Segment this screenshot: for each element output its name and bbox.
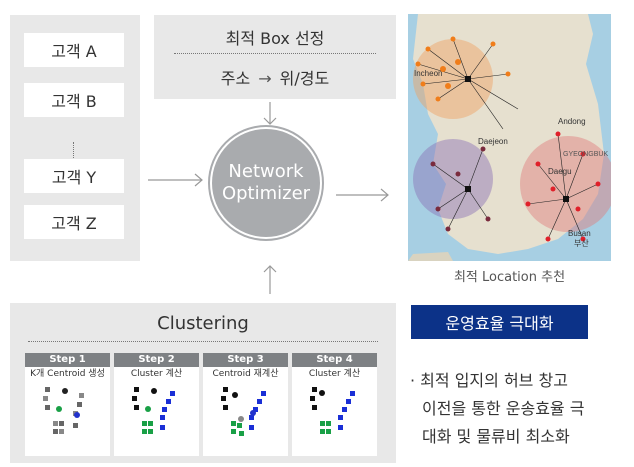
box-select-panel: 최적 Box 선정 주소 → 위/경도 (154, 15, 396, 99)
map-label-busan-kr: 부산 (574, 238, 589, 248)
arrow-optimizer-to-map (336, 188, 389, 202)
arrow-customers-to-optimizer (148, 173, 203, 187)
step-3-desc: Centroid 재계산 (212, 369, 279, 379)
network-optimizer-node: Network Optimizer (212, 129, 320, 237)
step-2-desc: Cluster 계산 (130, 369, 183, 379)
arrow-box-to-optimizer (263, 102, 277, 125)
step-1-desc: K개 Centroid 생성 (30, 369, 105, 379)
map-label-daegu: Daegu (548, 167, 572, 176)
step-4-scatter-icon (310, 387, 355, 434)
korea-hub-map: Incheon Daejeon Andong Daegu Busan 부산 GY… (408, 14, 611, 261)
map-label-daejeon: Daejeon (478, 137, 508, 146)
efficiency-banner: 운영효율 극대화 (411, 305, 588, 339)
step-1-label: Step 1 (25, 353, 110, 367)
box-select-title: 최적 Box 선정 (225, 29, 325, 48)
step-3-label: Step 3 (203, 353, 288, 367)
arrow-clustering-to-optimizer (263, 265, 277, 294)
map-caption: 최적 Location 추천 (453, 270, 566, 285)
right-arrow-icon: → (258, 69, 272, 88)
step-3-card: Step 3 Centroid 재계산 (203, 353, 288, 456)
step-4-label: Step 4 (292, 353, 377, 367)
customer-box-a: 고객 A (24, 33, 124, 67)
description-line-2: 이전을 통한 운송효율 극 (422, 399, 585, 418)
clustering-panel: Clustering Step 1 K개 Centroid 생성 Step 2 … (10, 303, 396, 463)
ellipsis-dots (73, 142, 75, 170)
step-2-label: Step 2 (114, 353, 199, 367)
step-1-card: Step 1 K개 Centroid 생성 (25, 353, 110, 456)
map-label-busan: Busan (568, 229, 591, 238)
step-2-scatter-icon (132, 387, 175, 434)
step-2-card: Step 2 Cluster 계산 (114, 353, 199, 456)
clustering-title: Clustering (157, 313, 249, 334)
customer-box-z: 고객 Z (24, 205, 124, 239)
map-label-andong: Andong (558, 117, 586, 126)
address-label: 주소 (220, 69, 251, 88)
step-3-scatter-icon (221, 387, 266, 436)
divider (28, 341, 378, 342)
latlng-label: 위/경도 (279, 69, 330, 88)
description-text: · 최적 입지의 허브 창고 이전을 통한 운송효율 극 대화 및 물류비 최소… (410, 367, 634, 451)
box-select-conversion: 주소 → 위/경도 (154, 65, 396, 89)
optimizer-label-line1: Network (228, 161, 304, 182)
map-label-incheon: Incheon (414, 69, 442, 78)
description-line-1: · 최적 입지의 허브 창고 (410, 371, 568, 390)
customer-panel: 고객 A 고객 B 고객 Y 고객 Z (10, 15, 140, 261)
optimizer-label-line2: Optimizer (221, 183, 311, 204)
customer-box-b: 고객 B (24, 83, 124, 117)
customer-box-y: 고객 Y (24, 159, 124, 193)
step-4-desc: Cluster 계산 (308, 369, 361, 379)
map-label-gyeongbuk: GYEONGBUK (563, 151, 608, 158)
description-line-3: 대화 및 물류비 최소화 (422, 427, 570, 446)
step-4-card: Step 4 Cluster 계산 (292, 353, 377, 456)
divider (174, 53, 376, 54)
step-1-scatter-icon (43, 387, 84, 434)
